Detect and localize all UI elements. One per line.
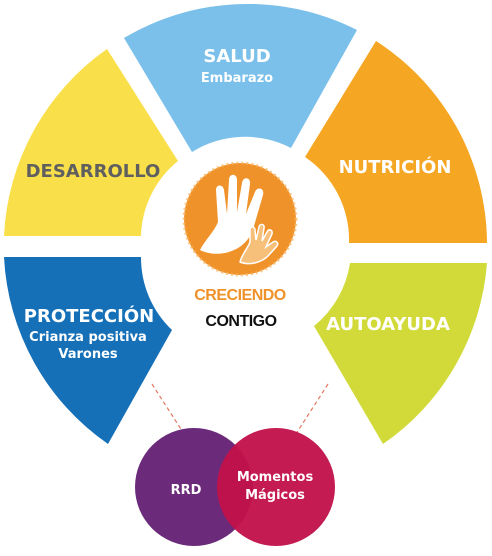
- salud-title: SALUD: [203, 46, 270, 67]
- contigo-label: CONTIGO: [205, 313, 276, 330]
- segment-desarrollo: [4, 49, 178, 236]
- desarrollo-title: DESARROLLO: [26, 161, 161, 182]
- nutricion-title: NUTRICIÓN: [339, 156, 452, 178]
- segment-autoayuda: [314, 263, 487, 444]
- rrd-label: RRD: [171, 483, 202, 498]
- connector-left: [151, 383, 187, 438]
- proteccion-subtitle-1: Crianza positiva: [29, 330, 147, 345]
- proteccion-subtitle-2: Varones: [58, 347, 118, 362]
- momentos-label-line1: Momentos: [237, 470, 314, 485]
- momentos-magicos-circle: [217, 428, 335, 546]
- creciendo-label: CRECIENDO: [194, 287, 286, 304]
- segment-nutricion: [305, 41, 487, 243]
- segment-salud: [124, 3, 357, 152]
- hands-icon: [182, 161, 298, 277]
- rrd-circle: [135, 428, 253, 546]
- proteccion-title: PROTECCIÓN: [24, 305, 154, 327]
- segment-proteccion: [4, 257, 172, 444]
- autoayuda-title: AUTOAYUDA: [326, 314, 450, 335]
- salud-subtitle: Embarazo: [201, 71, 273, 86]
- momentos-label-line2: Mágicos: [245, 488, 305, 503]
- connector-right: [293, 383, 329, 438]
